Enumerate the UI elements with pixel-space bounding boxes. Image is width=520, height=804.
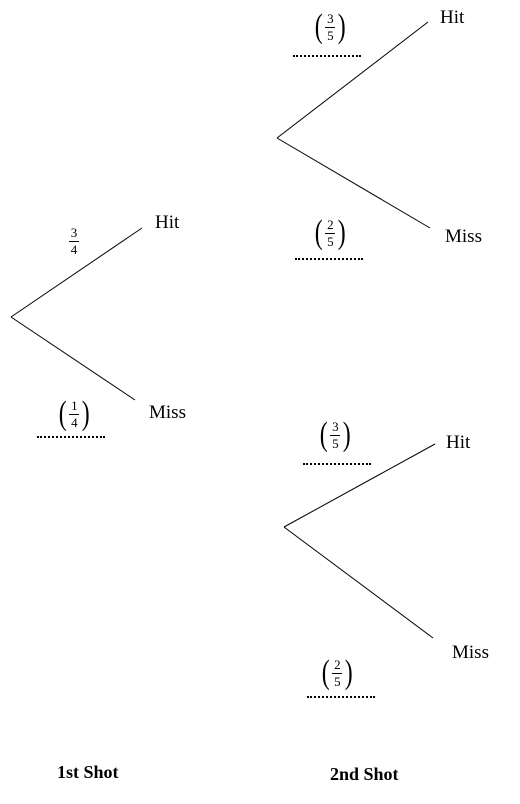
label-lower-hit: Hit [446, 432, 471, 453]
blank-first-miss [37, 436, 105, 438]
prob-upper-hit-num: 3 [327, 10, 334, 26]
branch-second-upper-hit [276, 21, 429, 139]
branch-second-upper-miss [276, 137, 431, 229]
prob-first-hit: 3 4 [68, 226, 80, 256]
label-first-miss: Miss [149, 402, 186, 423]
prob-upper-miss: ( 2 5 ) [314, 214, 346, 251]
branch-first-miss [10, 316, 136, 401]
label-lower-miss: Miss [452, 642, 489, 663]
branch-second-lower-hit [283, 443, 436, 528]
prob-lower-hit: ( 3 5 ) [319, 416, 351, 453]
prob-first-miss: ( 1 4 ) [58, 395, 90, 432]
stage-label-first: 1st Shot [57, 762, 119, 782]
label-upper-hit: Hit [440, 7, 465, 28]
blank-lower-hit [303, 463, 371, 465]
prob-lower-hit-den: 5 [332, 435, 339, 451]
prob-first-hit-num: 3 [70, 225, 78, 240]
branch-first-hit [10, 227, 143, 318]
prob-upper-miss-num: 2 [327, 216, 334, 232]
prob-upper-hit: ( 3 5 ) [314, 8, 346, 45]
prob-first-hit-den: 4 [70, 241, 78, 257]
stage-label-second: 2nd Shot [330, 764, 399, 784]
blank-upper-hit [293, 55, 361, 57]
prob-lower-miss: ( 2 5 ) [321, 654, 353, 691]
label-first-hit: Hit [155, 212, 180, 233]
prob-lower-miss-den: 5 [334, 673, 341, 689]
prob-upper-miss-den: 5 [327, 233, 334, 249]
label-upper-miss: Miss [445, 226, 482, 247]
branch-second-lower-miss [283, 526, 434, 639]
prob-lower-miss-num: 2 [334, 656, 341, 672]
prob-first-miss-den: 4 [71, 414, 78, 430]
prob-first-miss-num: 1 [71, 397, 78, 413]
blank-upper-miss [295, 258, 363, 260]
blank-lower-miss [307, 696, 375, 698]
prob-lower-hit-num: 3 [332, 418, 339, 434]
prob-upper-hit-den: 5 [327, 27, 334, 43]
